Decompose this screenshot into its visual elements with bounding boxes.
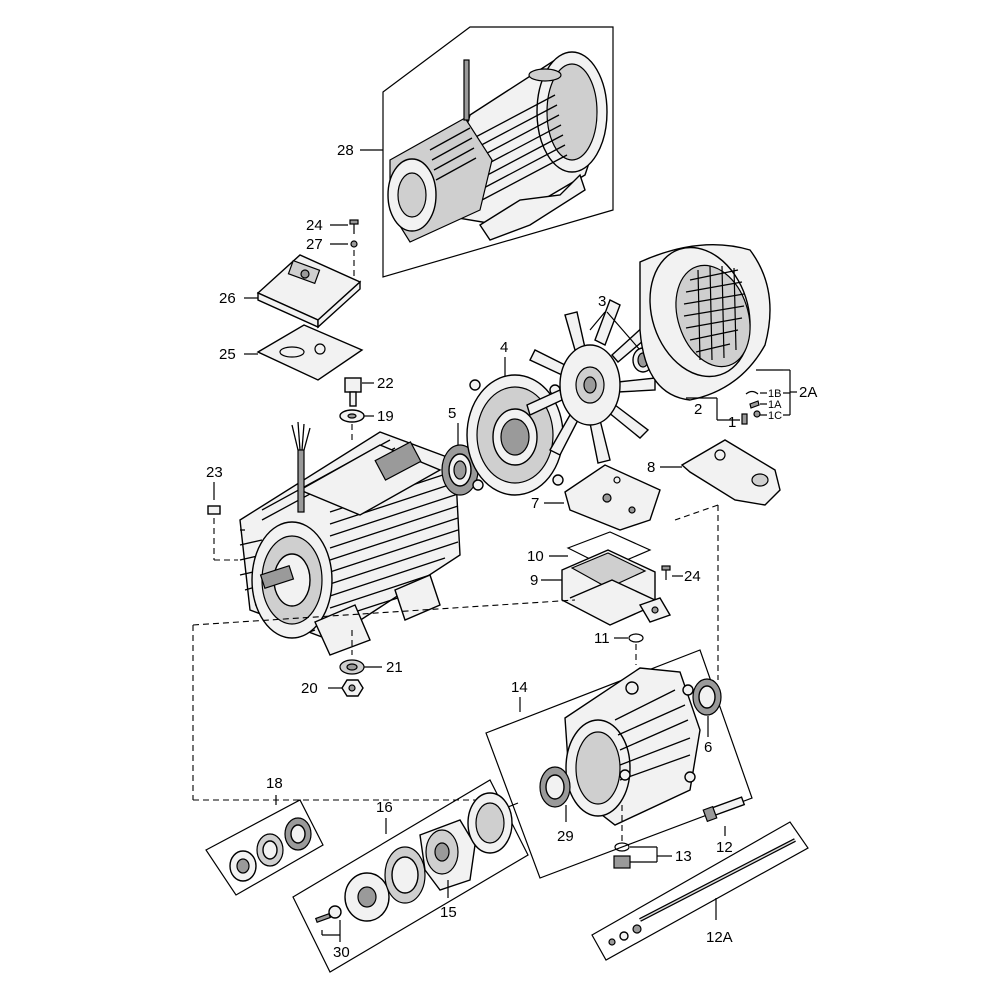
clip-1abc-icons [745,390,761,418]
callout-13: 13 [675,848,692,865]
callout-1a: 1A [768,399,782,411]
key-23-icon [207,505,221,515]
pump-flange-icon [564,667,701,826]
callout-18: 18 [266,775,283,792]
terminal-box-group: 10 9 24 [527,531,701,626]
seal-6-icon [692,678,722,716]
bolt-washer-parts: 22 19 [339,375,394,440]
fan-cover-icon [639,243,771,401]
callout-5: 5 [448,405,456,422]
oring-11-icon [628,633,644,643]
washer-27-icon [350,240,358,248]
screw-24-icon [349,219,359,234]
callout-1b: 1B [768,388,781,400]
seal-housing-16-icons [344,792,513,922]
screw-12-group: 12 13 [613,796,746,869]
terminal-plate-7-icon [564,464,661,531]
terminal-cover-parts: 24 27 26 25 [219,217,364,381]
washer-21-icon [339,659,365,675]
callout-1c: 1C [768,410,782,422]
seal-kit-frame [205,799,324,896]
motor-assembly-group: 28 [337,26,614,278]
callout-9: 9 [530,572,538,589]
callout-19: 19 [377,408,394,425]
callout-10: 10 [527,548,544,565]
bearing-29-group: 29 [539,766,574,845]
callout-23: 23 [206,464,223,481]
cover-8-group: 8 [647,439,781,680]
seal-housing-16-group: 16 15 30 [292,779,529,973]
callout-24-right: 24 [684,568,701,585]
motor-housing-icon [239,421,461,656]
callout-12a: 12A [706,929,733,946]
callout-11: 11 [594,630,610,647]
end-shield-icon [466,374,564,496]
callout-20: 20 [301,680,318,697]
fan-cover-group: 2 1 1B 1A 1C 2A [639,243,817,431]
callout-14: 14 [511,679,528,696]
seal-6-group: 6 [692,678,722,756]
seal-kit-18-group: 18 [205,775,324,896]
callout-2: 2 [694,401,702,418]
washer-19-icon [339,409,365,423]
callout-15: 15 [440,904,457,921]
plate-7-group: 7 [531,464,661,531]
terminal-cover-26-icon [256,254,362,329]
foot-fasteners: 21 20 [301,630,403,697]
bolt-30-icon [314,905,342,924]
seal-housing-frame [292,779,529,973]
callout-16: 16 [376,799,393,816]
callout-22: 22 [377,375,394,392]
nut-20-icon [341,679,364,697]
callout-27: 27 [306,236,323,253]
callout-3: 3 [598,293,606,310]
callout-2a: 2A [799,384,817,401]
callout-8: 8 [647,459,655,476]
gasket-25-icon [256,324,364,381]
seal-kit-18-icons [229,817,312,882]
terminal-box-icon [561,549,672,626]
callout-30: 30 [333,944,350,961]
cover-plate-8-icon [680,439,781,506]
callout-24-top: 24 [306,217,323,234]
bolt-22-icon [344,377,362,407]
callout-12: 12 [716,839,733,856]
tie-rod-icon [608,838,796,946]
screw-1-icon [741,413,748,425]
assembly-frame [382,26,614,278]
callout-21: 21 [386,659,403,676]
flange-14-group: 14 [485,644,753,879]
bearing-29-icon [539,766,571,808]
leader-dashed-top [192,599,576,626]
plug-13-icons [613,842,631,869]
callout-25: 25 [219,346,236,363]
callout-28: 28 [337,142,354,159]
oring-11-group: 11 [594,630,644,647]
key-23-group: 23 [206,464,238,561]
screw-12-icon [702,796,746,823]
callout-6: 6 [704,739,712,756]
screw-24-lower-icon [661,565,671,580]
tie-rod-12a-group: 12A [591,821,809,961]
callout-26: 26 [219,290,236,307]
motor-assembly-icon [387,51,608,243]
callout-29: 29 [557,828,574,845]
callout-4: 4 [500,339,508,356]
callout-7: 7 [531,495,539,512]
callout-1: 1 [728,414,736,431]
tie-rod-frame [591,821,809,961]
